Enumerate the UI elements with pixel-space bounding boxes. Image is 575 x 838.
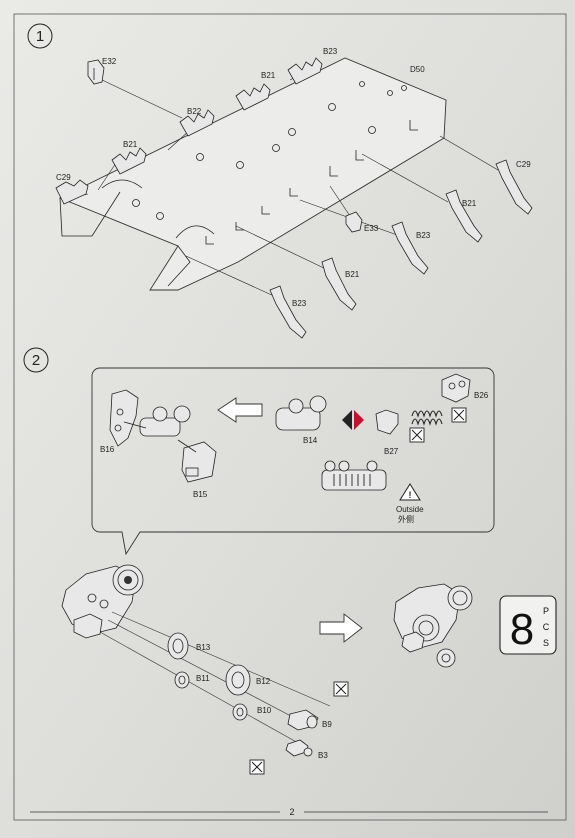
part-b22 (179, 109, 215, 137)
cut-symbol-icon (249, 759, 265, 775)
assembly-axis-lines (99, 611, 331, 745)
label-b3: B3 (318, 751, 328, 760)
part-b27 (375, 409, 399, 435)
step-1: 1 (27, 23, 533, 339)
label-e33: E33 (364, 224, 379, 233)
arrow-right-icon (319, 613, 363, 643)
label-b21-bottom: B21 (345, 270, 360, 279)
step-2-badge (23, 347, 49, 373)
part-b3 (285, 739, 313, 757)
part-b21-left (111, 147, 147, 175)
label-c29-right: C29 (516, 160, 531, 169)
label-b9: B9 (322, 720, 332, 729)
part-b21-right (445, 189, 483, 243)
label-b10: B10 (257, 706, 272, 715)
hull-plate (58, 57, 447, 291)
part-b14 (275, 395, 327, 431)
step-2: 2 (23, 347, 557, 775)
label-b15: B15 (193, 490, 208, 499)
quantity-unit-s: S (543, 638, 549, 648)
page-number: 2 (289, 807, 294, 817)
label-b22: B22 (187, 107, 202, 116)
warning-icon: ! (399, 483, 421, 501)
label-outside-cn: 外侧 (398, 514, 414, 524)
quantity-number: 8 (510, 605, 534, 654)
label-d50: D50 (410, 65, 425, 74)
callout-box: ! B16 B15 B14 B27 B26 Outside 外侧 (91, 367, 495, 556)
part-c29-right (495, 159, 533, 215)
part-b16 (109, 389, 139, 447)
part-b11 (174, 671, 190, 689)
part-b21-top (235, 83, 271, 111)
arrow-left-icon (217, 397, 263, 423)
part-b12 (225, 664, 251, 696)
step-2-number: 2 (32, 352, 40, 369)
label-e32: E32 (102, 57, 117, 66)
part-spring (411, 410, 443, 426)
label-b23-mid: B23 (416, 231, 431, 240)
part-b13 (167, 632, 189, 660)
suspension-housing (61, 564, 144, 639)
label-b23-top: B23 (323, 47, 338, 56)
part-spring-assembly-orientation (321, 460, 387, 491)
label-b13: B13 (196, 643, 211, 652)
label-b16: B16 (100, 445, 115, 454)
label-b12: B12 (256, 677, 271, 686)
cut-symbol-icon (409, 427, 425, 443)
assembled-b14-cluster (139, 405, 191, 437)
part-b23-mid (391, 221, 429, 275)
quantity-unit-c: C (543, 622, 550, 632)
part-b15 (181, 441, 217, 483)
label-b23-bottom: B23 (292, 299, 307, 308)
page-frame (13, 13, 567, 821)
part-e33 (345, 211, 363, 233)
label-b21-left: B21 (123, 140, 138, 149)
part-b9 (287, 709, 319, 731)
part-b26 (441, 373, 471, 403)
label-b27: B27 (384, 447, 399, 456)
quantity-badge: 8 P C S (499, 595, 557, 655)
callout-leader-2 (177, 439, 197, 453)
svg-text:!: ! (409, 490, 412, 500)
part-b23-top (287, 57, 323, 85)
label-outside: Outside (396, 505, 424, 514)
part-b10 (232, 703, 248, 721)
label-c29-left: C29 (56, 173, 71, 182)
page-footer: 2 (30, 807, 548, 817)
cut-symbol-icon (333, 681, 349, 697)
label-b21-top: B21 (261, 71, 276, 80)
suspension-assembled-view (393, 583, 473, 668)
step-1-badge (27, 23, 53, 49)
step-1-number: 1 (36, 28, 44, 45)
label-b14: B14 (303, 436, 318, 445)
label-b26: B26 (474, 391, 489, 400)
part-e32 (87, 59, 105, 85)
part-c29-left (55, 179, 89, 205)
label-b21-right: B21 (462, 199, 477, 208)
callout-leader-1 (123, 421, 147, 429)
part-b23-bottom (269, 285, 307, 339)
part-b21-bottom (321, 257, 357, 311)
cut-symbol-icon (451, 407, 467, 423)
suspension-exploded-view: B13 B11 B12 B10 B9 B3 (61, 564, 349, 775)
swap-arrows-icon (342, 410, 364, 430)
quantity-unit-p: P (543, 606, 549, 616)
label-b11: B11 (196, 674, 210, 683)
